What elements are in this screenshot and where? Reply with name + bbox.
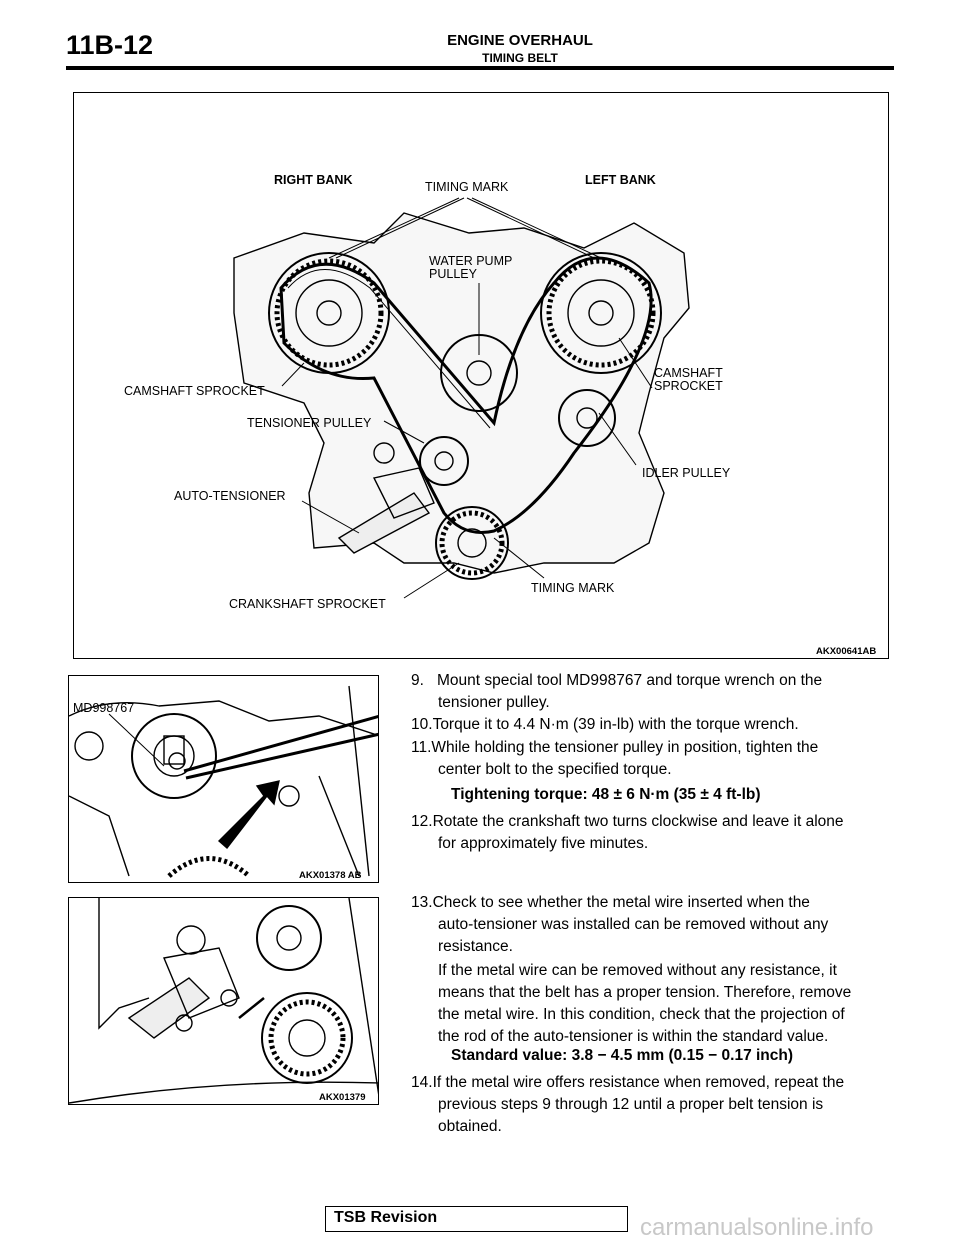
step-text: Rotate the crankshaft two turns clockwis… <box>432 813 844 830</box>
tsb-revision-label: TSB Revision <box>334 1209 438 1226</box>
step-13-note: If the metal wire can be removed without… <box>411 960 924 1048</box>
step-text: obtained. <box>438 1118 502 1135</box>
tsb-revision-box <box>325 1206 628 1232</box>
header-rule <box>66 66 894 70</box>
rod-figure: AKX01379 <box>68 897 379 1105</box>
step-text: tensioner pulley. <box>438 694 550 711</box>
note-line: the metal wire. In this condition, check… <box>438 1006 845 1023</box>
step-13: 13.Check to see whether the metal wire i… <box>411 892 897 958</box>
step-10: 10.Torque it to 4.4 N·m (39 in-lb) with … <box>411 714 897 736</box>
figure-id-main: AKX00641AB <box>816 646 876 657</box>
label-auto-tensioner: AUTO-TENSIONER <box>174 489 286 503</box>
step-text: Check to see whether the metal wire inse… <box>432 894 810 911</box>
label-md998767: MD998767 <box>73 701 134 715</box>
step-number: 14. <box>411 1074 433 1091</box>
label-timing-mark-bottom: TIMING MARK <box>531 581 615 595</box>
label-water-pump-1: WATER PUMP <box>429 254 512 268</box>
step-text: auto-tensioner was installed can be remo… <box>438 916 829 933</box>
label-right-bank: RIGHT BANK <box>274 173 352 187</box>
label-water-pump-2: PULLEY <box>429 267 478 281</box>
label-idler-pulley: IDLER PULLEY <box>642 466 731 480</box>
step-number: 9. <box>411 672 424 689</box>
note-line: the rod of the auto-tensioner is within … <box>438 1028 829 1045</box>
timing-belt-illustration: RIGHT BANK TIMING MARK LEFT BANK WATER P… <box>124 173 876 657</box>
step-14: 14.If the metal wire offers resistance w… <box>411 1072 897 1138</box>
label-crankshaft-sprocket: CRANKSHAFT SPROCKET <box>229 597 386 611</box>
tool-illustration: MD998767 AKX01378 AB <box>69 685 378 881</box>
note-line: means that the belt has a proper tension… <box>438 984 852 1001</box>
label-tensioner-pulley: TENSIONER PULLEY <box>247 416 372 430</box>
step-text: Mount special tool MD998767 and torque w… <box>437 672 823 689</box>
step-text: While holding the tensioner pulley in po… <box>431 739 819 756</box>
standard-value-spec: Standard value: 3.8 − 4.5 mm (0.15 − 0.1… <box>451 1047 794 1064</box>
step-12: 12.Rotate the crankshaft two turns clock… <box>411 811 897 855</box>
figure-id-rod: AKX01379 <box>319 1092 365 1103</box>
step-text: resistance. <box>438 938 513 955</box>
step-11: 11.While holding the tensioner pulley in… <box>411 737 897 781</box>
page-number: 11B-12 <box>66 30 154 60</box>
label-left-bank: LEFT BANK <box>585 173 656 187</box>
step-text: Torque it to 4.4 N·m (39 in-lb) with the… <box>432 716 799 733</box>
subsection-title: TIMING BELT <box>482 51 558 65</box>
step-text: If the metal wire offers resistance when… <box>432 1074 845 1091</box>
step-number: 12. <box>411 813 433 830</box>
figure-id-tool: AKX01378 AB <box>299 870 362 881</box>
step-9: 9. Mount special tool MD998767 and torque… <box>411 670 897 714</box>
torque-spec: Tightening torque: 48 ± 6 N·m (35 ± 4 ft… <box>451 786 761 803</box>
step-text: for approximately five minutes. <box>438 835 649 852</box>
label-timing-mark-top: TIMING MARK <box>425 180 509 194</box>
note-line: If the metal wire can be removed without… <box>438 962 837 979</box>
watermark: carmanualsonline.info <box>640 1214 874 1241</box>
tool-figure: MD998767 AKX01378 AB <box>68 675 379 883</box>
step-number: 10. <box>411 716 433 733</box>
step-text: previous steps 9 through 12 until a prop… <box>438 1096 824 1113</box>
timing-belt-figure: RIGHT BANK TIMING MARK LEFT BANK WATER P… <box>73 92 889 659</box>
label-camshaft-sprocket-left: CAMSHAFT SPROCKET <box>124 384 265 398</box>
step-text: center bolt to the specified torque. <box>438 761 672 778</box>
step-number: 13. <box>411 894 433 911</box>
label-camshaft-right-1: CAMSHAFT <box>654 366 723 380</box>
label-camshaft-right-2: SPROCKET <box>654 379 723 393</box>
step-number: 11. <box>411 739 432 756</box>
rod-illustration: AKX01379 <box>69 898 378 1104</box>
section-title: ENGINE OVERHAUL <box>447 32 593 49</box>
